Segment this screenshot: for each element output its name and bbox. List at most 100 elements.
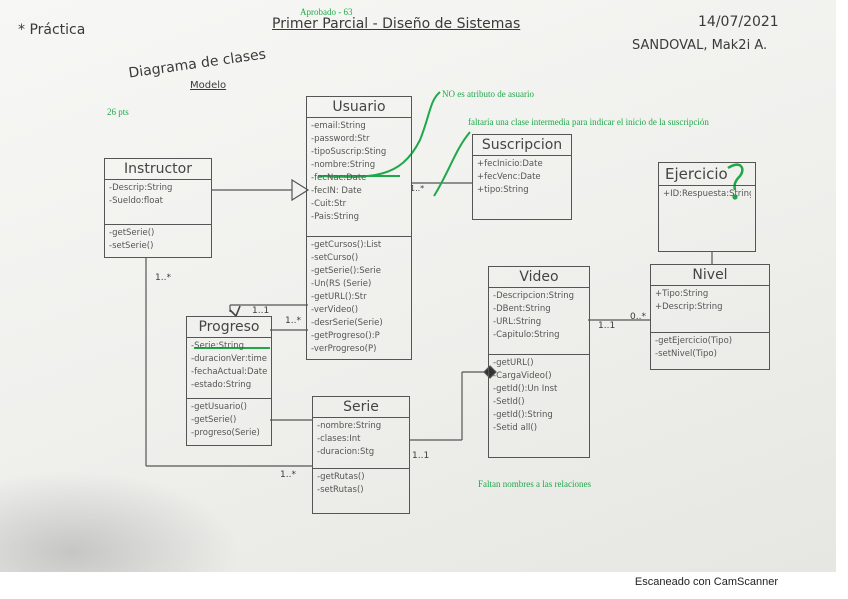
class-instructor-title: Instructor [105, 159, 211, 180]
class-serie-attributes: -nombre:String -clases:Int -duracion:Stg [313, 418, 409, 469]
attribute: -URL:String [493, 317, 542, 327]
class-progreso: Progreso -Serie:String -duracionVer:time… [186, 316, 272, 446]
method: -Setid all() [493, 423, 538, 433]
scanner-watermark: Escaneado con CamScanner [634, 576, 778, 588]
method: -getEjercicio(Tipo) [655, 336, 733, 346]
attribute: -fechaActual:Date [191, 367, 267, 377]
class-serie-methods: -getRutas() -setRutas() [313, 469, 409, 499]
class-instructor-methods: -getSerie() -setSerie() [105, 225, 211, 255]
attribute: +ID:Respuesta:String [663, 189, 751, 199]
shadow-area [0, 470, 240, 572]
correction-comment-1: NO es atributo de asuario [442, 89, 534, 99]
class-video-attributes: -Descripcion:String -DBent:String -URL:S… [489, 288, 589, 355]
attribute: -Capitulo:String [493, 330, 560, 340]
attribute: +fecVenc:Date [477, 172, 541, 182]
method: -setRutas() [317, 485, 364, 495]
mult-progreso-usuario: 1..* [285, 316, 301, 326]
class-suscripcion-attributes: +fecInicio:Date +fecVenc:Date +tipo:Stri… [473, 156, 571, 199]
class-usuario-methods: -getCursos():List -setCurso() -getSerie(… [307, 237, 411, 358]
attribute: -Pais:String [311, 212, 360, 222]
method: -desrSerie(Serie) [311, 318, 383, 328]
method: -getURL():Str [311, 292, 367, 302]
attribute: +fecInicio:Date [477, 159, 543, 169]
attribute: -Descrip:String [109, 183, 173, 193]
attribute: -password:Str [311, 134, 370, 144]
method: -progreso(Serie) [191, 428, 260, 438]
attribute: -Sueldo:float [109, 196, 163, 206]
grade-result: Aprobado - 63 [300, 7, 353, 17]
practice-label: * Práctica [18, 22, 86, 38]
attribute: +Descrip:String [655, 302, 723, 312]
attribute: -email:String [311, 121, 366, 131]
method: -verProgreso(P) [311, 344, 377, 354]
attribute: +Tipo:String [655, 289, 709, 299]
method: -getCursos():List [311, 240, 382, 250]
attribute: -Descripcion:String [493, 291, 575, 301]
mult-serie-video: 1..1 [412, 451, 430, 461]
class-nivel-methods: -getEjercicio(Tipo) -setNivel(Tipo) [651, 333, 769, 363]
attribute: +tipo:String [477, 185, 529, 195]
method: -getProgreso():P [311, 331, 380, 341]
question-mark [727, 163, 744, 191]
mult-instructor: 1..* [155, 273, 171, 283]
method: -Un(RS (Serie) [311, 279, 372, 289]
method: -getSerie() [109, 228, 155, 238]
method: -getRutas() [317, 472, 365, 482]
progreso-arrow [229, 305, 241, 318]
attribute: -fecNac:Date [311, 173, 367, 183]
attribute: -duracionVer:time [191, 354, 267, 364]
scanned-sheet [0, 0, 836, 572]
class-suscripcion-title: Suscripcion [473, 135, 571, 156]
class-serie: Serie -nombre:String -clases:Int -duraci… [312, 396, 410, 514]
correction-arrow-2 [433, 131, 471, 197]
class-progreso-attributes: -Serie:String -duracionVer:time -fechaAc… [187, 338, 271, 399]
attribute: -Serie:String [191, 341, 245, 351]
method: -getUsuario() [191, 402, 247, 412]
attribute: -fecIN: Date [311, 186, 362, 196]
attribute: -tipoSuscrip:Sting [311, 147, 387, 157]
class-video-methods: -getURL() -CargaVideo() -getId():Un Inst… [489, 355, 589, 437]
method: -setNivel(Tipo) [655, 349, 717, 359]
method: -getURL() [493, 358, 534, 368]
class-ejercicio: Ejercicio +ID:Respuesta:String [658, 162, 756, 252]
class-usuario: Usuario -email:String -password:Str -tip… [306, 96, 412, 360]
method: -getId():Un Inst [493, 384, 558, 394]
diagram-subtitle-2: Modelo [190, 80, 227, 91]
class-video: Video -Descripcion:String -DBent:String … [488, 266, 590, 458]
class-nivel: Nivel +Tipo:String +Descrip:String -getE… [650, 264, 770, 370]
attribute: -duracion:Stg [317, 447, 375, 457]
grade-points: 26 pts [107, 107, 129, 117]
method: -getSerie() [191, 415, 237, 425]
correction-comment-3: Faltan nombres a las relaciones [478, 479, 591, 489]
class-usuario-attributes: -email:String -password:Str -tipoSuscrip… [307, 118, 411, 237]
exam-date: 14/07/2021 [698, 14, 779, 30]
method: -setCurso() [311, 253, 359, 263]
class-serie-title: Serie [313, 397, 409, 418]
class-progreso-title: Progreso [187, 317, 271, 338]
exam-title: Primer Parcial - Diseño de Sistemas [272, 16, 521, 32]
attribute: -DBent:String [493, 304, 551, 314]
class-instructor: Instructor -Descrip:String -Sueldo:float… [104, 158, 212, 258]
class-progreso-methods: -getUsuario() -getSerie() -progreso(Seri… [187, 399, 271, 442]
method: -SetId() [493, 397, 525, 407]
student-name: SANDOVAL, Mak2i A. [632, 38, 768, 53]
mult-usuario-suscripcion: 1..* [410, 184, 425, 193]
class-nivel-title: Nivel [651, 265, 769, 286]
mult-serie: 1..* [280, 470, 296, 480]
inheritance-arrow [291, 178, 310, 202]
class-ejercicio-title: Ejercicio [659, 163, 755, 186]
attribute: -nombre:String [311, 160, 376, 170]
method: -getId():String [493, 410, 553, 420]
class-video-title: Video [489, 267, 589, 288]
class-ejercicio-attributes: +ID:Respuesta:String [659, 186, 755, 203]
attribute: -nombre:String [317, 421, 382, 431]
class-suscripcion: Suscripcion +fecInicio:Date +fecVenc:Dat… [472, 134, 572, 220]
class-instructor-attributes: -Descrip:String -Sueldo:float [105, 180, 211, 225]
mult-video-nivel: 1..1 [598, 321, 616, 331]
attribute: -clases:Int [317, 434, 361, 444]
mult-progreso-top: 1..1 [252, 306, 270, 316]
class-nivel-attributes: +Tipo:String +Descrip:String [651, 286, 769, 333]
attribute: -estado:String [191, 380, 252, 390]
method: -setSerie() [109, 241, 154, 251]
